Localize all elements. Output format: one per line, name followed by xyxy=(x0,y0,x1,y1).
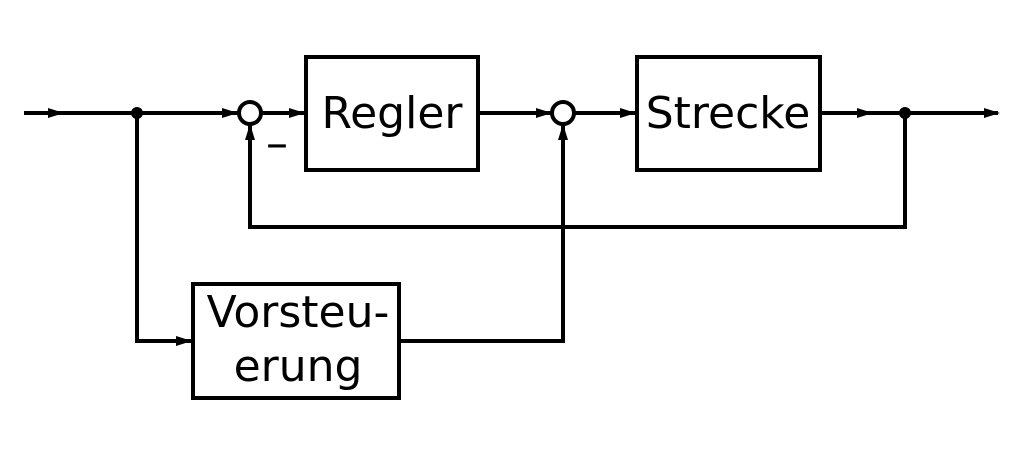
feedforward-input-line xyxy=(135,113,192,343)
output-mid-arrowhead xyxy=(857,108,873,118)
strecke-block xyxy=(635,55,822,172)
setpoint-arrowhead xyxy=(222,108,238,118)
vorsteuerung-label-line1: Vorsteu- xyxy=(207,287,390,338)
input-arrowhead xyxy=(48,108,64,118)
feedforward-input-arrowhead xyxy=(176,336,192,346)
feedforward-output-line xyxy=(399,124,565,343)
vorsteuerung-block xyxy=(191,282,401,400)
error-arrowhead xyxy=(289,108,305,118)
output-arrowhead xyxy=(984,108,1000,118)
regler-block xyxy=(304,55,480,172)
feedback-minus-sign: – xyxy=(266,118,288,169)
controller-output-arrowhead xyxy=(536,108,552,118)
regler-label: Regler xyxy=(322,88,464,139)
strecke-label: Strecke xyxy=(646,88,811,139)
summing-junction-feedback xyxy=(237,100,263,126)
feedforward-output-arrowhead xyxy=(558,124,568,140)
vorsteuerung-label-line2: erung xyxy=(234,341,363,392)
plant-input-arrowhead xyxy=(620,108,636,118)
feedback-line xyxy=(248,113,907,229)
feedback-arrowhead xyxy=(245,124,255,140)
summing-junction-feedforward xyxy=(550,100,576,126)
